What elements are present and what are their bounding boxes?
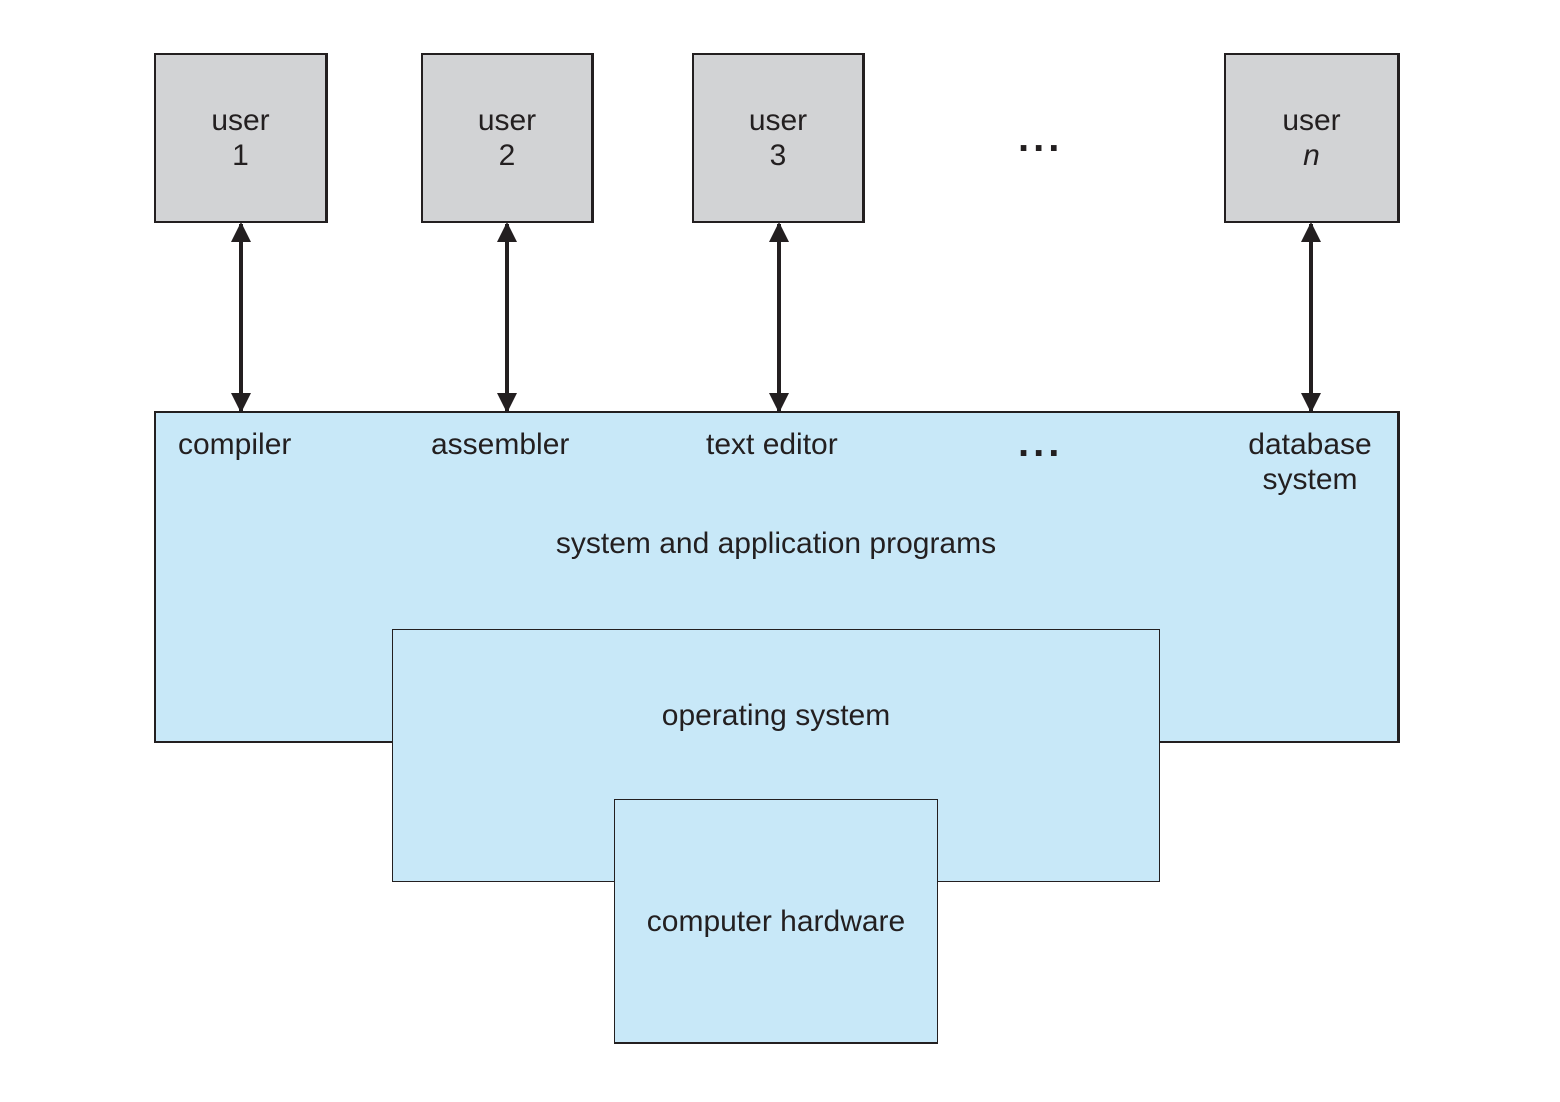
- program-assembler: assembler: [431, 428, 570, 461]
- programs-layer-label: system and application programs: [555, 527, 997, 560]
- user-box-2-label: user 2: [477, 104, 537, 172]
- users-ellipsis: ...: [1018, 116, 1064, 160]
- user-box-3-label: user 3: [748, 104, 808, 172]
- user-box-3: user 3: [692, 53, 865, 223]
- hardware-layer-label: computer hardware: [646, 905, 906, 938]
- user-box-n-label: user n: [1282, 104, 1341, 172]
- user-box-1-label: user 1: [211, 104, 270, 172]
- user-box-1: user 1: [154, 53, 328, 223]
- hardware-layer: [614, 799, 938, 1044]
- programs-ellipsis: ...: [1018, 421, 1064, 465]
- program-compiler: compiler: [178, 428, 292, 461]
- os-layer-label: operating system: [661, 699, 891, 732]
- program-text-editor: text editor: [706, 428, 838, 461]
- program-database-system: database system: [1248, 428, 1372, 496]
- user-box-2: user 2: [421, 53, 594, 223]
- user-box-n: user n: [1224, 53, 1400, 223]
